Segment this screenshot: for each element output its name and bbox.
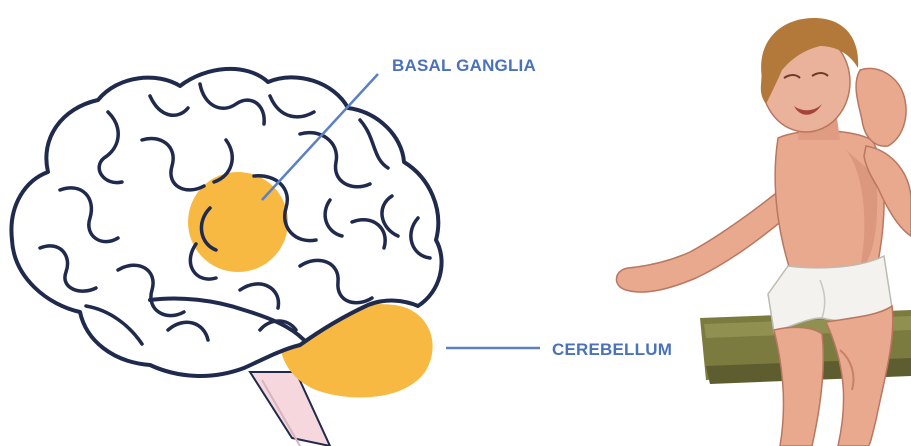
cerebellum-label: CEREBELLUM [552, 340, 672, 360]
child-leg-left [774, 327, 823, 446]
child-sitting-illustration [616, 18, 911, 446]
child-hand-right [856, 68, 906, 146]
brain-outline-icon [11, 69, 441, 446]
basal-ganglia-label: BASAL GANGLIA [392, 56, 536, 76]
child-arm-left [616, 190, 790, 292]
